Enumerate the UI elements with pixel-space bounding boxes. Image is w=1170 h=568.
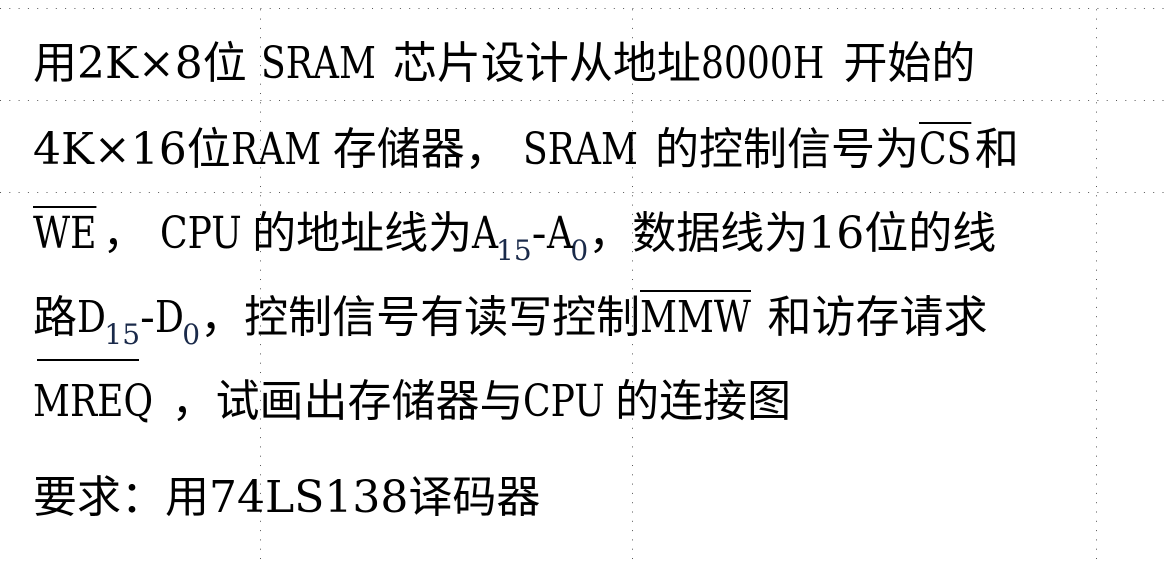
mmw-signal-overlined: MMW <box>640 292 752 343</box>
mreq-signal: MREQ <box>33 376 154 427</box>
cs-signal-overlined: CS <box>919 124 972 175</box>
we-signal-overlined: WE <box>33 208 97 259</box>
mreq-overline-bar <box>37 359 139 361</box>
requirement-line: 要求：用74LS138译码器 <box>33 472 541 523</box>
